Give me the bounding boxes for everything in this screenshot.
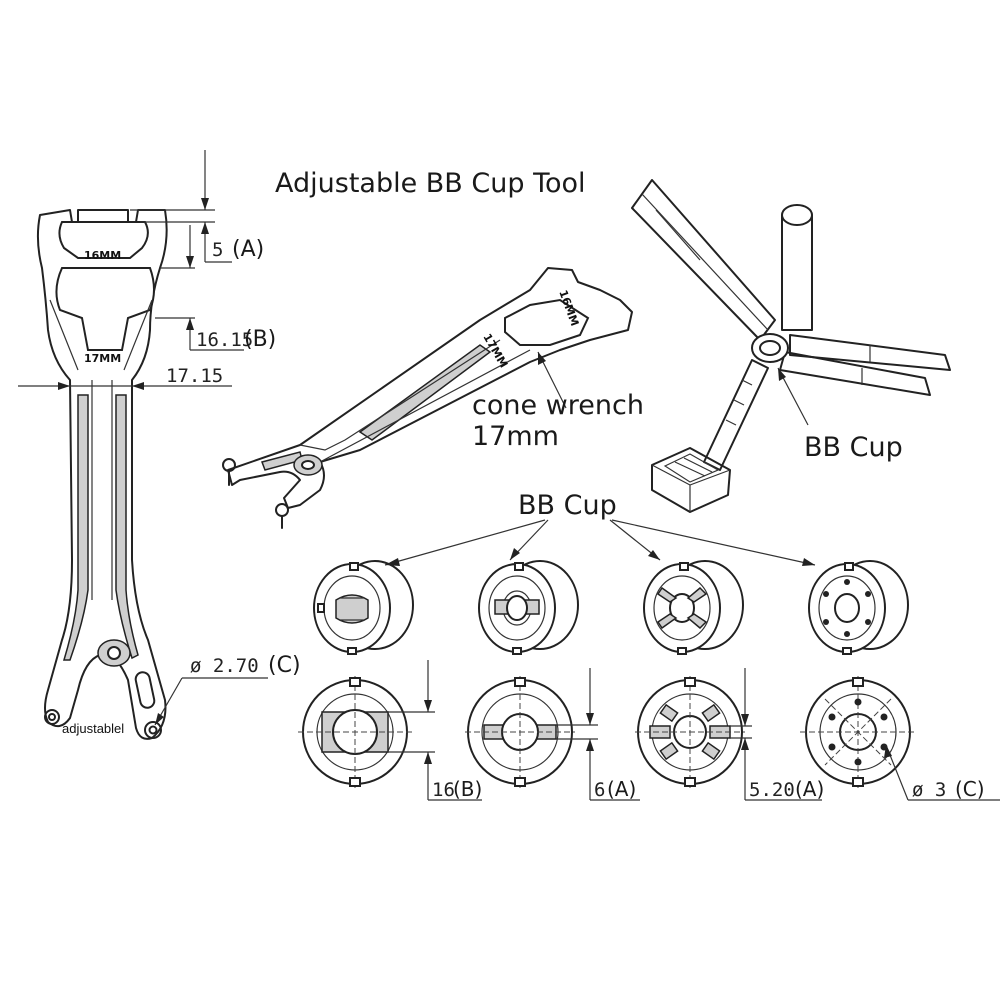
wrench-17mm-mark: 17MM [84, 352, 121, 365]
dim-cup2-tag: (A) [607, 777, 636, 801]
cup-front-4 [800, 676, 916, 788]
bb-cup-right-label: BB Cup [804, 432, 903, 463]
dim-cup4-tag: (C) [955, 777, 985, 801]
dim-cup4: ø 3 [912, 779, 946, 801]
bb-cup-tool [631, 179, 951, 513]
dim-width: 17.15 [166, 365, 223, 387]
dim-c: ø 2.70 [190, 655, 259, 677]
cup-iso-4 [808, 560, 909, 655]
cup-iso-3 [643, 560, 744, 655]
cup-front-3 [635, 676, 752, 788]
cup-iso-2 [478, 560, 579, 655]
tool-title: Adjustable BB Cup Tool [275, 168, 586, 199]
dim-b-top-tag: (B) [244, 327, 276, 352]
cone-wrench-label-line2: 17mm [472, 421, 559, 452]
dim-cup3-tag: (A) [795, 777, 824, 801]
dim-cup3: 5.20 [749, 779, 795, 801]
flat-wrench-dimensions: 5 (A) 16.15 (B) 17.15 ø 2.70 (C) [18, 150, 301, 726]
cup-dimensions: 16 (B) 6 (A) 5.20 (A) ø 3 (C) [424, 660, 1000, 801]
dim-c-tag: (C) [268, 653, 301, 678]
cone-wrench-isometric: 16MM 17MM [222, 267, 633, 529]
dim-a-top-tag: (A) [232, 237, 264, 262]
adjustable-label: adjustablel [62, 721, 124, 736]
cone-wrench-label-line1: cone wrench [472, 390, 644, 421]
dim-cup1-tag: (B) [453, 777, 482, 801]
cup-iso-1 [313, 560, 414, 655]
cup-front-1 [298, 676, 435, 788]
bb-cup-center-label: BB Cup [518, 490, 617, 521]
dim-a-top: 5 [212, 239, 223, 261]
dim-cup1: 16 [432, 779, 455, 801]
dim-b-top: 16.15 [196, 329, 253, 351]
bb-cup-arrows [384, 519, 816, 566]
flat-wrench: 16MM 17MM adjustablel [36, 209, 168, 740]
dim-cup2: 6 [594, 779, 605, 801]
cup-front-2 [465, 676, 598, 788]
wrench-16mm-mark: 16MM [84, 249, 121, 262]
